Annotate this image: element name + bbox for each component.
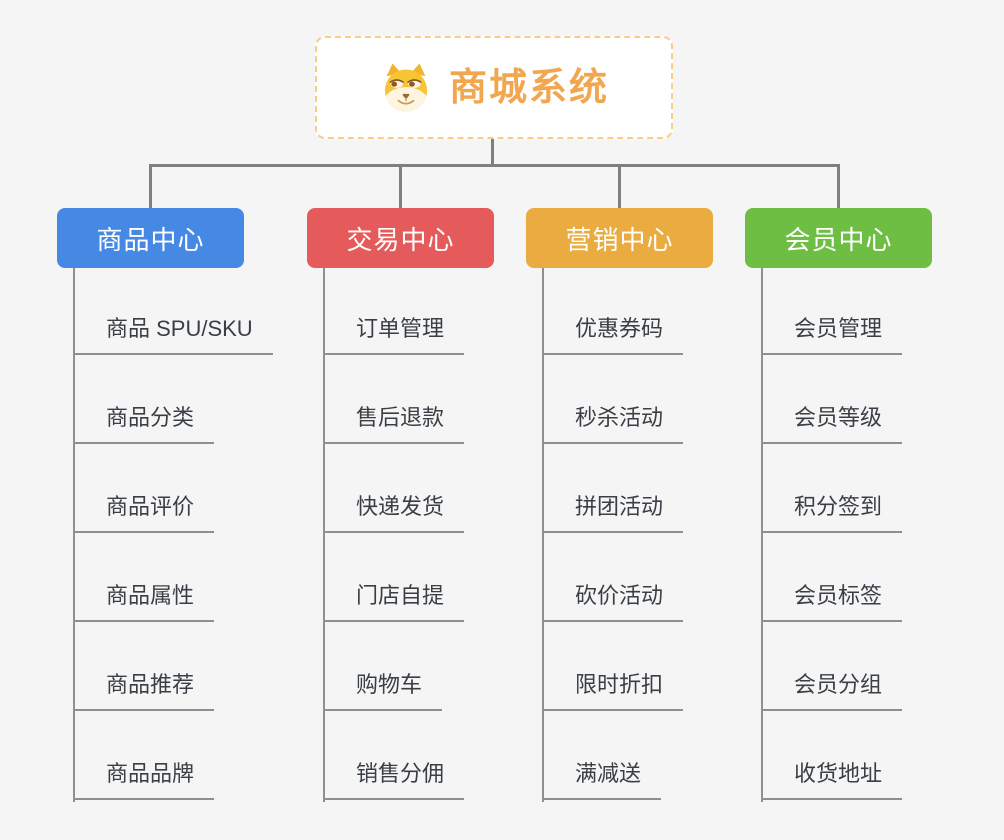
branch-node-label: 商品中心 [96, 224, 205, 255]
branch-node-4[interactable]: 会员中心 [745, 208, 932, 268]
root-node-label: 商城系统 [448, 66, 609, 109]
leaf-node[interactable]: 商品品牌 [73, 758, 215, 800]
branch-drop-line [837, 164, 840, 209]
leaf-node[interactable]: 商品推荐 [73, 669, 215, 711]
branch-node-3[interactable]: 营销中心 [526, 208, 713, 268]
leaf-node[interactable]: 商品属性 [73, 580, 215, 622]
branch-drop-line [399, 164, 402, 209]
branch-trunk-line [542, 268, 544, 802]
leaf-node[interactable]: 会员分组 [761, 669, 903, 711]
leaf-node[interactable]: 快递发货 [323, 491, 465, 533]
branch-node-label: 营销中心 [565, 224, 674, 255]
leaf-node[interactable]: 商品 SPU/SKU [73, 313, 273, 355]
branch-node-1[interactable]: 商品中心 [57, 208, 244, 268]
leaf-node[interactable]: 售后退款 [323, 402, 465, 444]
branch-connector-hline [149, 164, 840, 167]
doge-icon [384, 63, 428, 112]
leaf-node[interactable]: 砍价活动 [542, 580, 684, 622]
leaf-node[interactable]: 积分签到 [761, 491, 903, 533]
leaf-node[interactable]: 拼团活动 [542, 491, 684, 533]
leaf-node[interactable]: 销售分佣 [323, 758, 465, 800]
leaf-node[interactable]: 会员管理 [761, 313, 903, 355]
branch-node-label: 交易中心 [346, 224, 455, 255]
root-node[interactable]: 商城系统 [315, 36, 673, 139]
leaf-node[interactable]: 商品评价 [73, 491, 215, 533]
leaf-node[interactable]: 商品分类 [73, 402, 215, 444]
root-connector-line [491, 139, 494, 167]
leaf-node[interactable]: 会员等级 [761, 402, 903, 444]
leaf-node[interactable]: 优惠券码 [542, 313, 684, 355]
branch-trunk-line [323, 268, 325, 802]
leaf-node[interactable]: 门店自提 [323, 580, 465, 622]
branch-node-label: 会员中心 [784, 224, 893, 255]
leaf-node[interactable]: 满减送 [542, 758, 662, 800]
branch-node-2[interactable]: 交易中心 [307, 208, 494, 268]
branch-drop-line [149, 164, 152, 209]
leaf-node[interactable]: 购物车 [323, 669, 443, 711]
branch-drop-line [618, 164, 621, 209]
leaf-node[interactable]: 收货地址 [761, 758, 903, 800]
leaf-node[interactable]: 秒杀活动 [542, 402, 684, 444]
leaf-node[interactable]: 限时折扣 [542, 669, 684, 711]
leaf-node[interactable]: 订单管理 [323, 313, 465, 355]
leaf-node[interactable]: 会员标签 [761, 580, 903, 622]
branch-trunk-line [73, 268, 75, 802]
branch-trunk-line [761, 268, 763, 802]
